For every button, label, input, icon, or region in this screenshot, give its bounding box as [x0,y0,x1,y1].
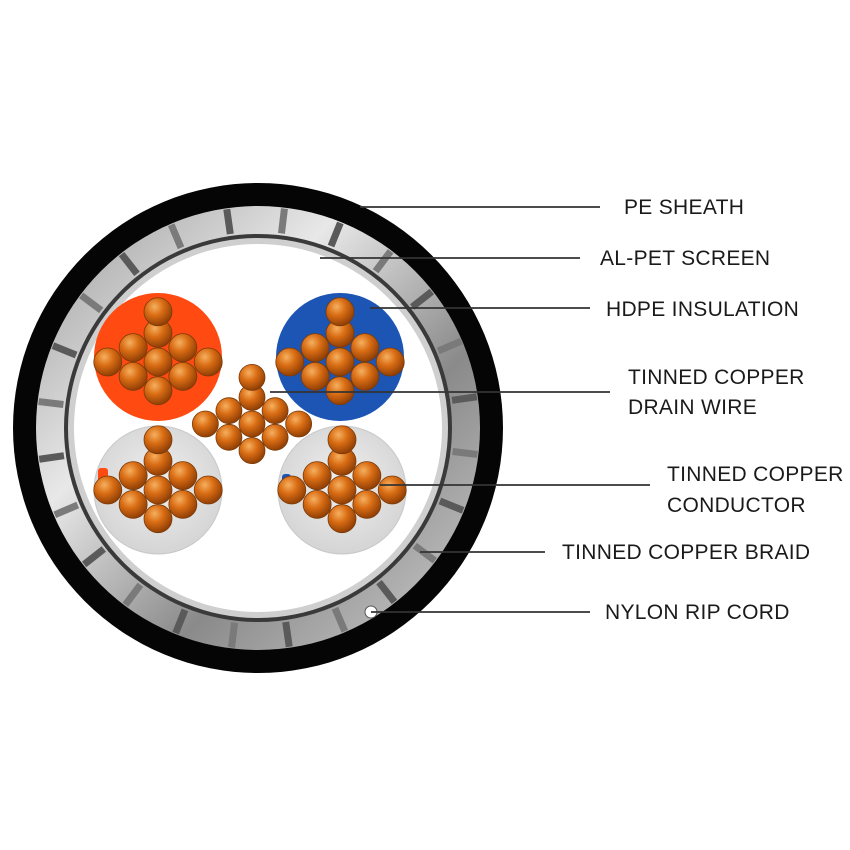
braid-divider [223,208,234,235]
copper-strand [143,347,173,377]
copper-strand [350,333,380,363]
copper-strand [375,347,405,377]
copper-strand [327,425,357,455]
copper-strand [168,361,198,391]
drain-wire-strand [261,423,289,451]
label-pe-sheath: PE SHEATH [624,196,744,219]
braid-divider [436,337,463,355]
drain-wire-strand [215,423,243,451]
copper-strand [143,475,173,505]
copper-strand [352,461,382,491]
braid-divider [122,582,144,607]
drain-wire-strand [238,363,266,391]
braid-divider [331,606,349,633]
braid-divider [277,208,288,234]
copper-strand [118,461,148,491]
braid-divider [410,288,435,310]
label-hdpe-insulation: HDPE INSULATION [606,298,799,321]
copper-strand [327,475,357,505]
copper-strand [168,333,198,363]
callout-lines [270,206,650,613]
label-drain-wire-line2: DRAIN WIRE [628,396,757,419]
braid-divider [451,393,478,404]
braid-divider [38,452,65,463]
braid-divider [172,608,189,635]
drain-wire-strand [238,410,266,438]
copper-strand [377,475,407,505]
braid-divider [53,501,80,519]
braid-divider [438,497,465,514]
braid-divider [167,223,185,250]
label-nylon-rip-cord: NYLON RIP CORD [605,601,790,624]
copper-strand [143,504,173,534]
copper-strand [352,489,382,519]
label-tinned-copper-braid: TINNED COPPER BRAID [562,541,810,564]
braid-divider [282,621,293,648]
label-conductor-line2: CONDUCTOR [667,494,806,517]
braid-divider [38,398,64,409]
copper-strand [325,376,355,406]
copper-strand [275,347,305,377]
braid-divider [412,542,437,564]
braid-divider [79,292,104,314]
drain-wire-strand [285,410,313,438]
drain-wire-strand [191,410,219,438]
copper-strand [143,376,173,406]
copper-strand [300,361,330,391]
copper-strand [168,461,198,491]
copper-strand [350,361,380,391]
braid-divider [327,221,344,248]
braid-divider [51,342,78,359]
label-drain-wire-line1: TINNED COPPER [628,366,805,389]
drain-wire-strand [261,397,289,425]
braid-divider [228,622,239,648]
copper-strand [118,361,148,391]
braid-divider [376,580,398,605]
braid-divider [81,546,106,568]
copper-strand [143,297,173,327]
copper-strand [325,347,355,377]
copper-strand [143,425,173,455]
copper-strand [118,333,148,363]
copper-strand [193,475,223,505]
copper-strand [93,347,123,377]
copper-strand [325,297,355,327]
drain-wire-strand [238,437,266,465]
copper-strand [93,475,123,505]
copper-strand [302,489,332,519]
label-conductor-line1: TINNED COPPER [667,463,844,486]
copper-strand [327,504,357,534]
drain-wire-strand [215,397,243,425]
braid-segment-group [38,208,478,648]
copper-strand [277,475,307,505]
copper-strand [300,333,330,363]
copper-strand [168,489,198,519]
braid-divider [118,251,140,276]
braid-divider [372,249,394,274]
copper-strand [118,489,148,519]
copper-strand [193,347,223,377]
copper-strand-group [93,297,407,534]
copper-strand [302,461,332,491]
label-al-pet-screen: AL-PET SCREEN [600,247,770,270]
braid-divider [452,447,478,458]
